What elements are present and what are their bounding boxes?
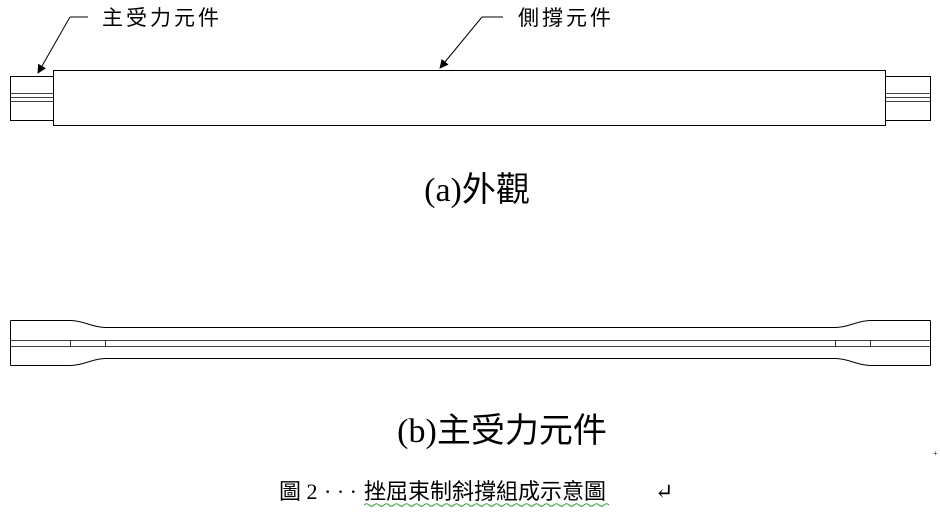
core-member bbox=[10, 320, 931, 366]
leader-main-member bbox=[37, 16, 88, 74]
figure-caption-prefix: 圖 2 bbox=[279, 479, 318, 504]
caption-a: (a)外觀 bbox=[424, 171, 530, 209]
assembled-brb bbox=[10, 70, 931, 126]
spellcheck-underline bbox=[363, 503, 610, 507]
label-side-support: 側撐元件 bbox=[518, 6, 614, 30]
restraining-tube bbox=[53, 70, 886, 126]
core-end-left bbox=[10, 76, 54, 121]
figure-caption-dots: · · · bbox=[324, 479, 357, 504]
label-main-member: 主受力元件 bbox=[102, 6, 222, 30]
leader-side-support bbox=[439, 16, 503, 69]
caption-b: (b)主受力元件 bbox=[397, 412, 607, 450]
figure-caption-title: 挫屈束制斜撐組成示意圖 bbox=[364, 479, 606, 504]
core-end-right bbox=[885, 76, 931, 121]
paragraph-mark-icon: ↵ bbox=[655, 479, 673, 504]
text-cursor-mark: + bbox=[933, 449, 938, 458]
